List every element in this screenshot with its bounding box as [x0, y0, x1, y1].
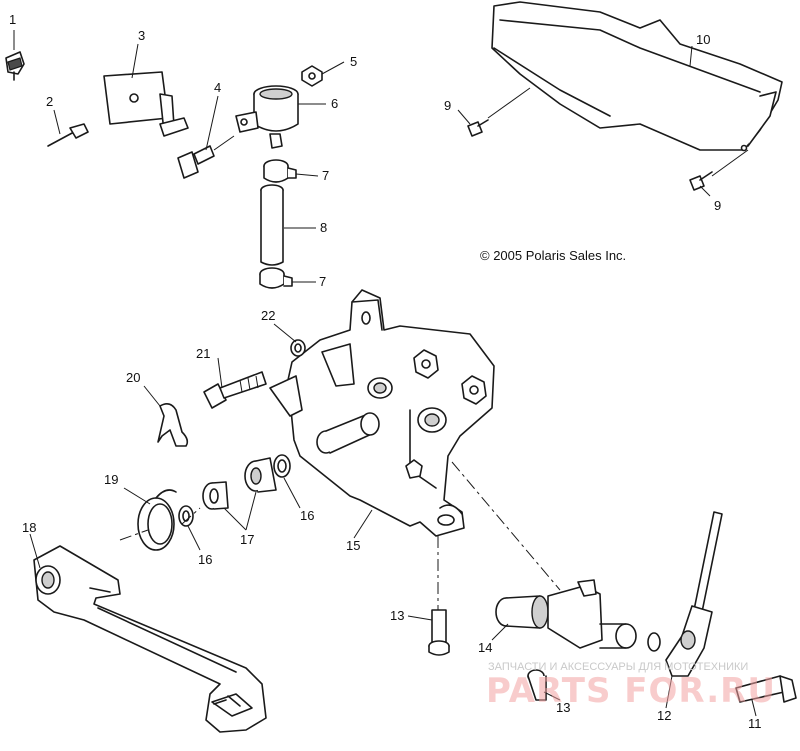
- copyright-text: © 2005 Polaris Sales Inc.: [480, 248, 626, 263]
- part-21-bolt: [203, 371, 267, 409]
- part-14-pivot-shaft: [495, 579, 637, 701]
- part-17-bushing-left: [202, 481, 229, 510]
- callout-1: 1: [9, 12, 16, 27]
- part-18-brake-pedal: [33, 545, 267, 733]
- part-16-washer-right: [273, 454, 291, 478]
- watermark-tagline: ЗАПЧАСТИ И АКСЕССУАРЫ ДЛЯ МОТОТЕХНИКИ: [488, 661, 748, 673]
- part-9-screw-left: [467, 119, 489, 137]
- part-5-nut: [301, 65, 323, 87]
- callout-15: 15: [346, 538, 360, 553]
- callout-2: 2: [46, 94, 53, 109]
- part-13-bolt-upper: [428, 609, 450, 656]
- callout-11: 11: [748, 716, 762, 731]
- part-22-washer: [290, 339, 306, 357]
- part-7-clamp-upper: [263, 159, 297, 183]
- callout-16-left: 16: [198, 552, 212, 567]
- callout-5: 5: [350, 54, 357, 69]
- callout-7-lower: 7: [319, 274, 326, 289]
- part-15-main-bracket: [269, 289, 495, 537]
- callout-16-right: 16: [300, 508, 314, 523]
- callout-18: 18: [22, 520, 36, 535]
- part-8-hose: [260, 184, 284, 266]
- watermark-logo: PARTS FOR.RU: [486, 671, 776, 711]
- callout-14: 14: [478, 640, 492, 655]
- part-17-bushing-right: [244, 457, 277, 493]
- callout-9-left: 9: [444, 98, 451, 113]
- callout-13-upper: 13: [390, 608, 404, 623]
- callout-3: 3: [138, 28, 145, 43]
- callout-19: 19: [104, 472, 118, 487]
- part-20-cotter-clip: [157, 402, 189, 447]
- callout-22: 22: [261, 308, 275, 323]
- leader-lines: [13, 30, 757, 717]
- callout-7-upper: 7: [322, 168, 329, 183]
- callout-20: 20: [126, 370, 140, 385]
- part-12-clevis-rod: [647, 511, 723, 677]
- callout-13-lower: 13: [556, 700, 570, 715]
- part-19-spring: [137, 489, 177, 551]
- callout-4: 4: [214, 80, 221, 95]
- part-3-bracket: [103, 71, 189, 137]
- part-7-clamp-lower: [259, 267, 293, 289]
- callout-17: 17: [240, 532, 254, 547]
- callout-6: 6: [331, 96, 338, 111]
- part-11-bolt: [735, 675, 797, 703]
- callout-8: 8: [320, 220, 327, 235]
- callout-21: 21: [196, 346, 210, 361]
- part-4-bolt: [177, 135, 235, 179]
- part-6-reservoir: [235, 85, 299, 149]
- watermark: ЗАПЧАСТИ И АКСЕССУАРЫ ДЛЯ МОТОТЕХНИКИ PA…: [486, 661, 776, 711]
- callout-labels: 1 2 3 4 5 6 7 7 8 9 9 10 11 12 13 13 14 …: [9, 12, 762, 731]
- callout-9-right: 9: [714, 198, 721, 213]
- callout-10: 10: [696, 32, 710, 47]
- part-10-cover: [491, 1, 783, 152]
- part-1-clip: [5, 51, 25, 81]
- callout-12: 12: [657, 708, 671, 723]
- part-2-pin: [47, 123, 89, 147]
